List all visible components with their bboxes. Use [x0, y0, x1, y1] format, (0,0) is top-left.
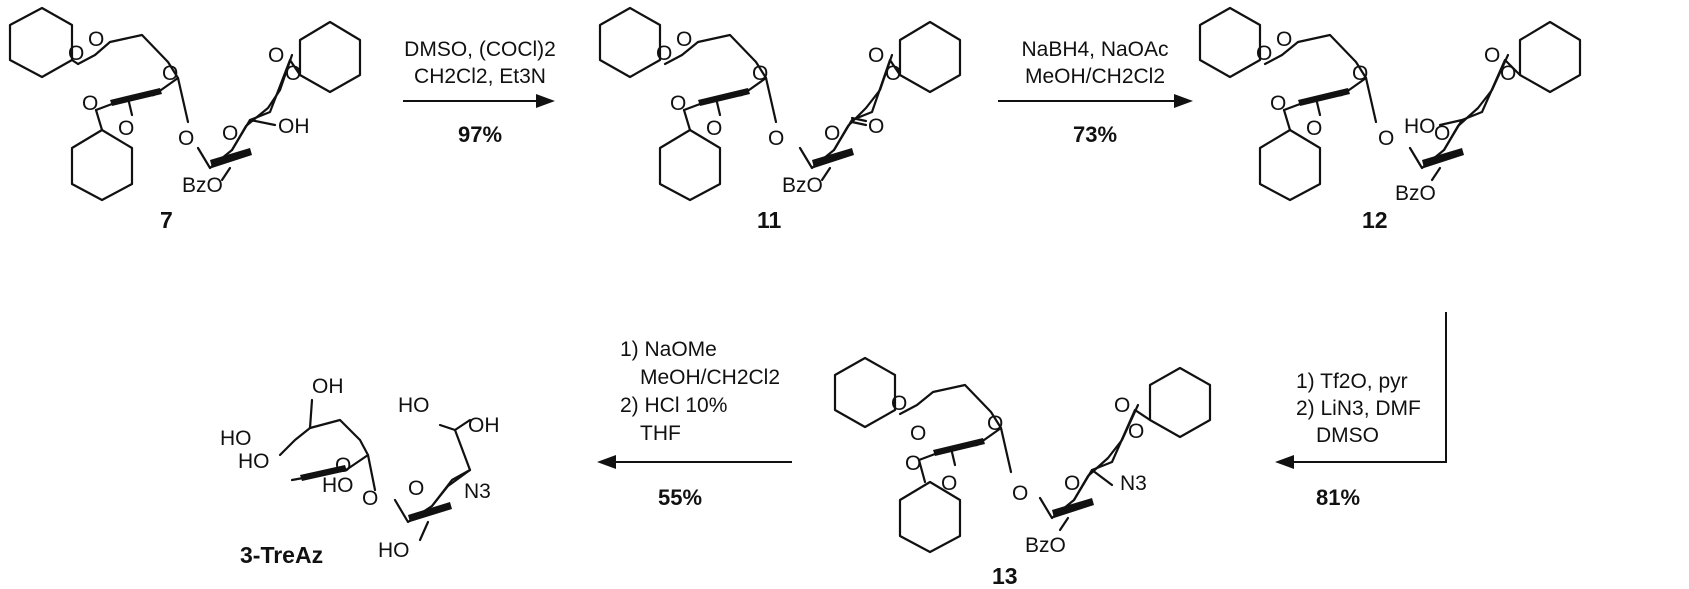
treaz-ho-2: HO: [238, 450, 270, 473]
c13-o5: O: [941, 472, 957, 495]
c11-o1: O: [656, 42, 672, 65]
compound-11-label: 11: [757, 207, 782, 233]
c11-o4: O: [670, 92, 686, 115]
c7-o7: O: [222, 122, 238, 145]
treaz-ho-5: HO: [378, 539, 410, 562]
compound-11: O O O O O O O O O O BzO 11: [598, 6, 962, 233]
c13-o8: O: [1114, 394, 1130, 417]
c7-o9: O: [285, 62, 301, 85]
treaz-ho-1: HO: [220, 427, 252, 450]
step4-condition-2: MeOH/CH2Cl2: [640, 366, 780, 389]
c12-ho: HO: [1404, 115, 1436, 138]
compound-7: O O O O O O O O O OH BzO 7: [8, 6, 362, 233]
c11-o8: O: [868, 44, 884, 67]
step4-arrow: 1) NaOMe MeOH/CH2Cl2 2) HCl 10% THF 55%: [597, 338, 792, 510]
c11-ketone-o: O: [868, 115, 884, 138]
treaz-ring-o1: O: [335, 454, 351, 477]
compound-12-label: 12: [1362, 207, 1388, 233]
c12-o6: O: [1378, 127, 1394, 150]
c12-o7: O: [1434, 122, 1450, 145]
c12-o4: O: [1270, 92, 1286, 115]
c11-o9: O: [885, 62, 901, 85]
compound-7-label: 7: [160, 207, 173, 233]
c7-o5: O: [118, 117, 134, 140]
c7-oh: OH: [278, 115, 310, 138]
c12-bzo: BzO: [1395, 182, 1436, 205]
c13-o7: O: [1064, 472, 1080, 495]
compound-3-treaz-label: 3-TreAz: [240, 542, 323, 568]
c13-o6: O: [1012, 482, 1028, 505]
c13-bzo: BzO: [1025, 534, 1066, 557]
c12-o1: O: [1256, 42, 1272, 65]
step2-condition-1: NaBH4, NaOAc: [1021, 38, 1168, 61]
step3-condition-2: 2) LiN3, DMF: [1296, 397, 1421, 420]
c11-o7: O: [824, 122, 840, 145]
c7-o3: O: [162, 62, 178, 85]
c7-o8: O: [268, 44, 284, 67]
step4-condition-1: 1) NaOMe: [620, 338, 717, 361]
step3-yield: 81%: [1316, 485, 1360, 510]
treaz-n3: N3: [464, 480, 491, 503]
treaz-ho-3: HO: [322, 474, 354, 497]
treaz-ring-o2: O: [408, 477, 424, 500]
step2-arrow: NaBH4, NaOAc MeOH/CH2Cl2 73%: [998, 38, 1193, 147]
treaz-oh-top: OH: [312, 375, 344, 398]
c12-o9: O: [1500, 62, 1516, 85]
step4-condition-4: THF: [640, 422, 681, 445]
c13-o3: O: [987, 412, 1003, 435]
step1-condition-2: CH2Cl2, Et3N: [414, 65, 546, 88]
step2-condition-2: MeOH/CH2Cl2: [1025, 65, 1165, 88]
compound-12: O O O O O O O O O HO BzO 12: [1198, 6, 1582, 233]
step3-condition-1: 1) Tf2O, pyr: [1296, 370, 1408, 393]
c13-o1: O: [891, 392, 907, 415]
c13-o4: O: [905, 452, 921, 475]
c12-o2: O: [1276, 28, 1292, 51]
treaz-link-o: O: [362, 487, 378, 510]
c11-o2: O: [676, 28, 692, 51]
c12-o5: O: [1306, 117, 1322, 140]
c13-n3: N3: [1120, 472, 1147, 495]
c7-o2: O: [88, 28, 104, 51]
c11-bzo: BzO: [782, 174, 823, 197]
c7-o6: O: [178, 127, 194, 150]
c12-o3: O: [1352, 62, 1368, 85]
c13-o9: O: [1128, 420, 1144, 443]
c7-bzo: BzO: [182, 174, 223, 197]
c7-o4: O: [82, 92, 98, 115]
c11-o6: O: [768, 127, 784, 150]
c11-o3: O: [752, 62, 768, 85]
c7-o1: O: [68, 42, 84, 65]
step1-yield: 97%: [458, 122, 502, 147]
step3-condition-3: DMSO: [1316, 424, 1379, 447]
step1-arrow: DMSO, (COCl)2 CH2Cl2, Et3N 97%: [403, 38, 556, 147]
c13-o2: O: [910, 422, 926, 445]
c11-o5: O: [706, 117, 722, 140]
step4-condition-3: 2) HCl 10%: [620, 394, 727, 417]
c12-o8: O: [1484, 44, 1500, 67]
compound-13-label: 13: [992, 563, 1018, 589]
compound-13: O O O O O O O O O N3 BzO 13: [833, 356, 1212, 589]
compound-3-treaz: OH HO HO O HO O HO OH O N3 HO 3-TreAz: [220, 375, 500, 568]
treaz-ho-4: HO: [398, 394, 430, 417]
step4-yield: 55%: [658, 485, 702, 510]
step2-yield: 73%: [1073, 122, 1117, 147]
step1-condition-1: DMSO, (COCl)2: [404, 38, 556, 61]
treaz-oh-2: OH: [468, 414, 500, 437]
step3-arrow: 1) Tf2O, pyr 2) LiN3, DMF DMSO 81%: [1275, 312, 1447, 510]
